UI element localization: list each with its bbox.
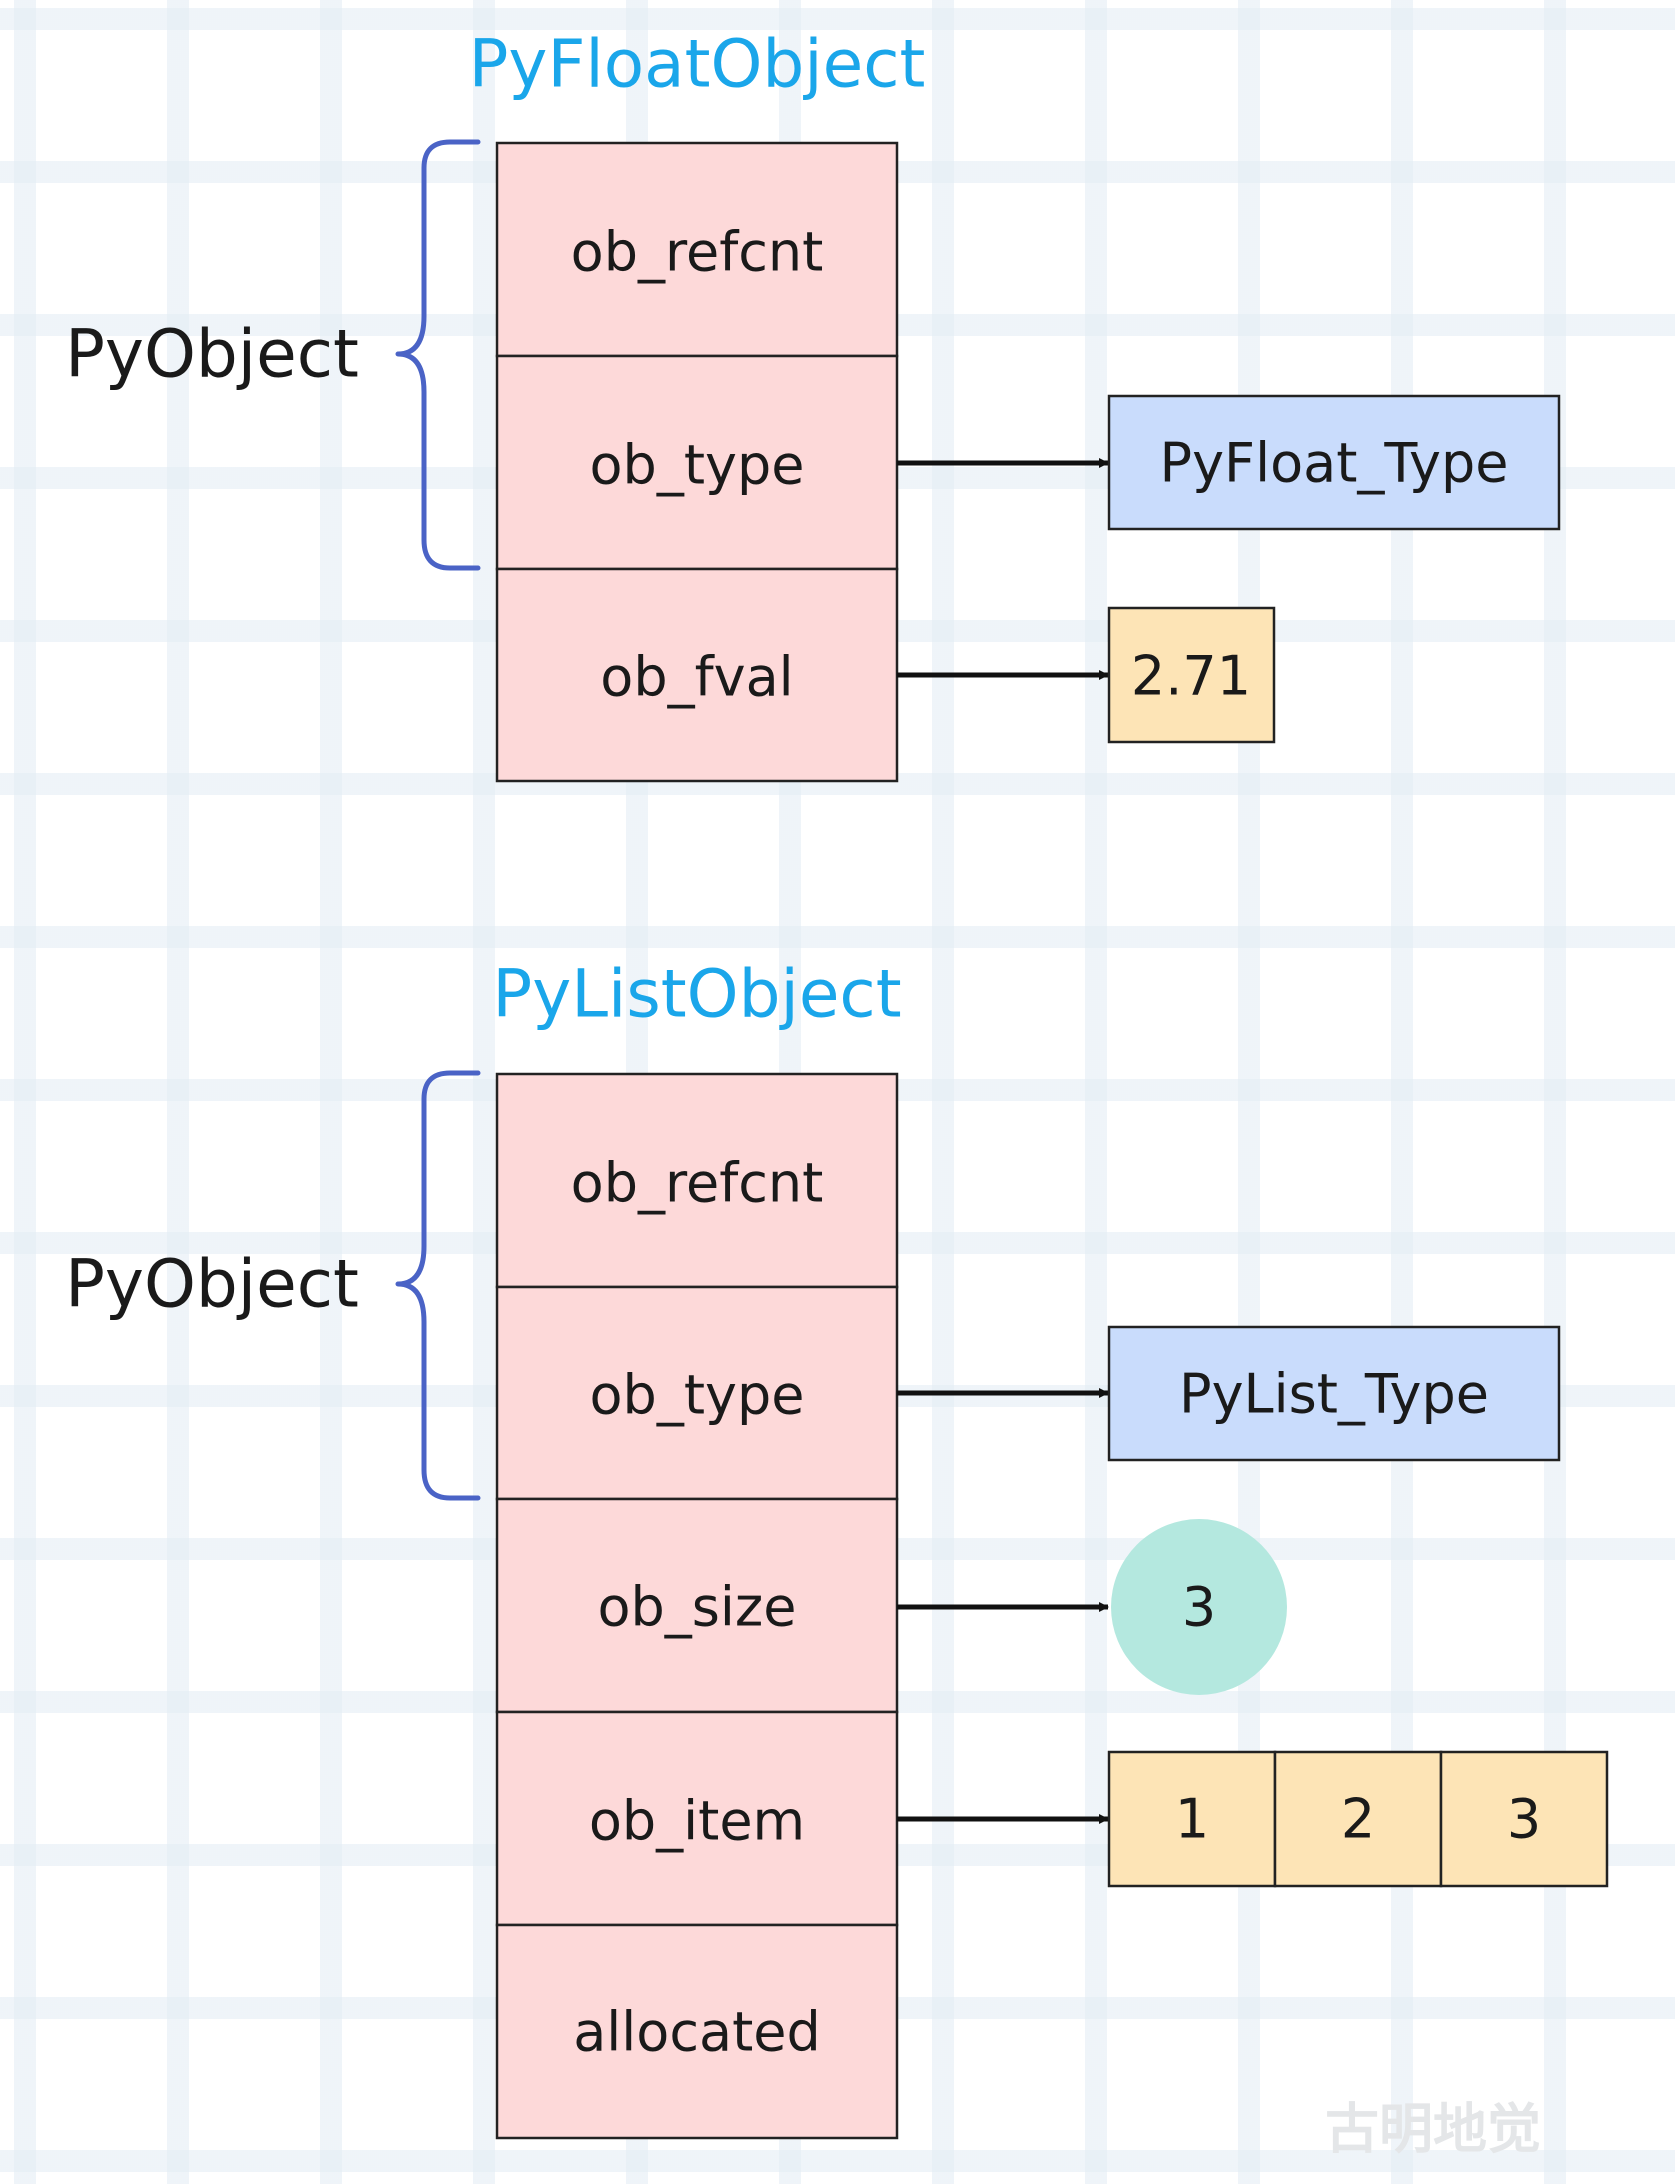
float-type-box-label: PyFloat_Type xyxy=(1160,432,1509,495)
list-field-size: ob_size xyxy=(495,1497,899,1714)
float-field-type-label: ob_type xyxy=(590,434,805,497)
list-size-circle: 3 xyxy=(1111,1519,1287,1695)
list-items-array: 1 2 3 xyxy=(1107,1750,1609,1888)
watermark-text: 古明地觉 xyxy=(1325,2098,1541,2161)
list-type-box-label: PyList_Type xyxy=(1179,1363,1489,1426)
float-field-type: ob_type xyxy=(495,354,899,571)
list-item-cell-label: 1 xyxy=(1175,1788,1209,1851)
list-field-item: ob_item xyxy=(495,1710,899,1927)
list-pyobject-brace-icon xyxy=(395,1070,481,1501)
list-field-size-label: ob_size xyxy=(597,1576,796,1639)
list-size-circle-label: 3 xyxy=(1182,1576,1216,1639)
list-field-item-label: ob_item xyxy=(589,1790,805,1853)
list-field-refcnt-label: ob_refcnt xyxy=(571,1152,824,1215)
list-object-title: PyListObject xyxy=(492,956,901,1033)
float-object-diagram: PyFloatObject PyObject ob_refcnt ob_type… xyxy=(65,26,1561,783)
float-type-box: PyFloat_Type xyxy=(1107,394,1561,531)
list-item-cell-label: 2 xyxy=(1341,1788,1375,1851)
list-type-box: PyList_Type xyxy=(1107,1325,1561,1462)
list-item-cell: 3 xyxy=(1439,1750,1609,1888)
list-field-type: ob_type xyxy=(495,1285,899,1501)
list-field-type-label: ob_type xyxy=(590,1364,805,1427)
float-field-refcnt-label: ob_refcnt xyxy=(571,221,824,284)
float-field-fval-label: ob_fval xyxy=(600,646,793,709)
float-value-box-label: 2.71 xyxy=(1131,645,1251,708)
float-value-box: 2.71 xyxy=(1107,606,1276,744)
float-field-fval: ob_fval xyxy=(495,567,899,783)
list-object-diagram: PyListObject PyObject ob_refcnt ob_type … xyxy=(65,956,1609,2140)
float-object-title: PyFloatObject xyxy=(469,26,926,103)
float-pyobject-brace-icon xyxy=(395,139,481,571)
list-field-allocated: allocated xyxy=(495,1923,899,2140)
list-pyobject-label: PyObject xyxy=(65,1246,359,1323)
list-field-allocated-label: allocated xyxy=(573,2001,821,2064)
list-item-cell: 1 xyxy=(1107,1750,1277,1888)
float-pyobject-label: PyObject xyxy=(65,316,359,393)
float-field-refcnt: ob_refcnt xyxy=(495,141,899,358)
list-field-refcnt: ob_refcnt xyxy=(495,1072,899,1289)
list-item-cell: 2 xyxy=(1273,1750,1443,1888)
list-item-cell-label: 3 xyxy=(1507,1788,1541,1851)
